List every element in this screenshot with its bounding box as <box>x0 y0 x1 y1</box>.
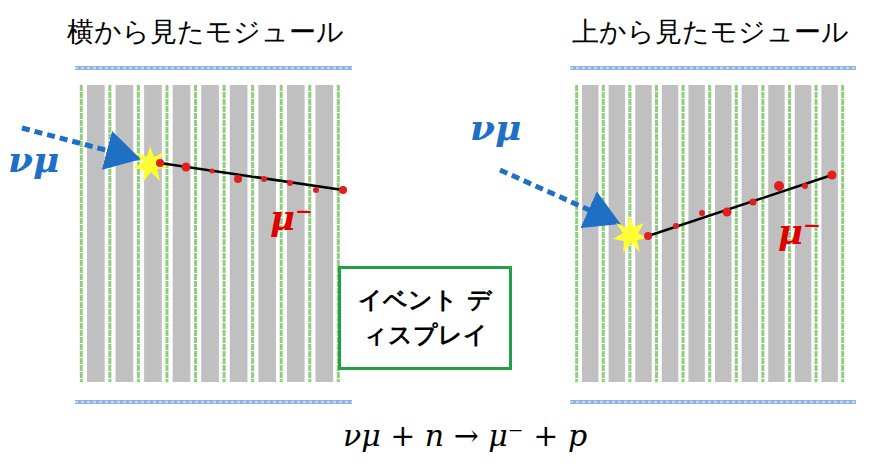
scintillator-plane <box>194 85 197 382</box>
muon-track <box>160 163 343 190</box>
veto-bar-segments <box>570 68 856 69</box>
scintillator-plane <box>80 85 83 382</box>
veto-bar-segments <box>570 402 856 403</box>
view-heading: 横から見たモジュール <box>67 14 344 50</box>
view-heading: 上から見たモジュール <box>572 14 849 50</box>
interaction-flash <box>133 146 168 182</box>
scintillator-plane <box>735 85 738 382</box>
veto-bar <box>75 66 352 70</box>
iron-plate <box>116 85 134 382</box>
veto-bar <box>570 400 856 404</box>
veto-bar-segments <box>75 402 352 403</box>
scintillator-plane <box>108 85 111 382</box>
veto-bar <box>570 66 856 70</box>
scintillator-plane <box>602 85 605 382</box>
box-text: イベント ディスプレイ <box>350 283 500 353</box>
scintillator-plane <box>223 85 226 382</box>
iron-plate <box>715 85 731 382</box>
iron-plate <box>315 85 333 382</box>
hit-dots <box>156 159 347 194</box>
interaction-flash <box>613 216 648 253</box>
iron-plate <box>144 85 162 382</box>
iron-plate <box>821 85 837 382</box>
iron-plate <box>230 85 248 382</box>
scintillator-plane <box>165 85 168 382</box>
iron-plate <box>173 85 191 382</box>
scintillator-plane <box>682 85 685 382</box>
particle-label: μ⁻ <box>270 198 313 238</box>
scintillator-plane <box>251 85 254 382</box>
veto-bar <box>75 400 352 404</box>
top-view-module <box>570 66 856 404</box>
particle-label: μ⁻ <box>778 212 821 252</box>
scintillator-plane <box>708 85 711 382</box>
scintillator-plane <box>841 85 844 382</box>
scintillator-plane <box>761 85 764 382</box>
iron-plate <box>201 85 219 382</box>
iron-plate <box>662 85 678 382</box>
scintillator-plane <box>137 85 140 382</box>
side-view-module <box>75 66 352 404</box>
veto-bar-segments <box>75 68 352 69</box>
iron-plate <box>87 85 105 382</box>
particle-label: νμ <box>8 138 59 180</box>
neutrino-arrow <box>500 170 616 222</box>
particle-label: νμ <box>470 106 521 148</box>
reaction-equation: νμ + n → μ⁻ + p <box>343 418 587 453</box>
iron-plate <box>582 85 598 382</box>
scintillator-plane <box>575 85 578 382</box>
label-box: イベント ディスプレイ <box>338 266 512 370</box>
iron-plate <box>688 85 704 382</box>
iron-plate <box>742 85 758 382</box>
